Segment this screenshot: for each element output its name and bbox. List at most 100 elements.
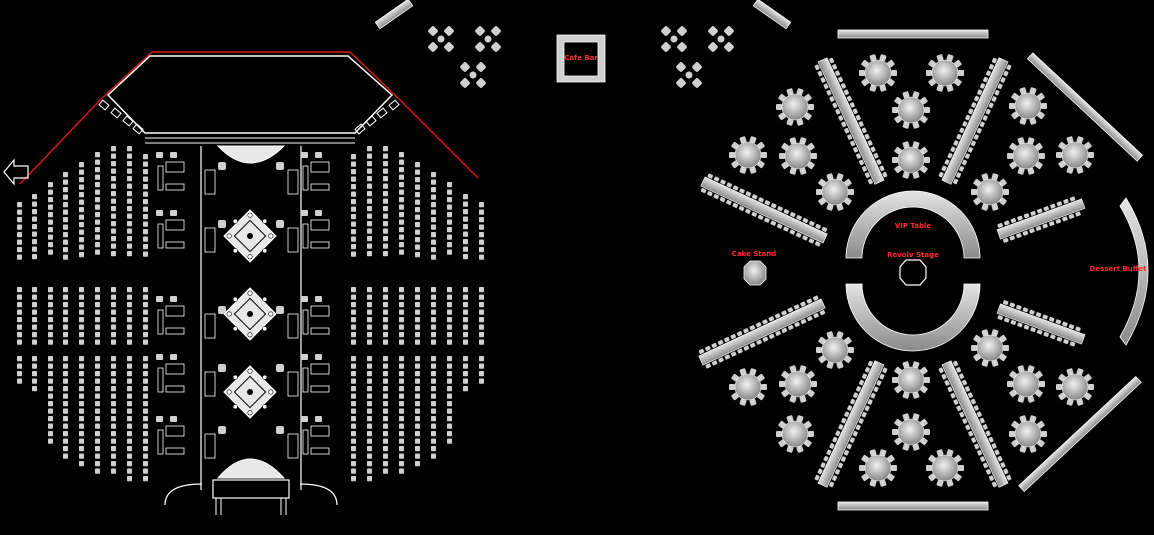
round-table (1007, 137, 1045, 175)
chair (48, 431, 53, 437)
chair (127, 287, 132, 293)
chair (143, 229, 148, 235)
chair (48, 324, 53, 330)
chair (447, 386, 452, 392)
chair (32, 201, 37, 207)
chair (79, 371, 84, 377)
chair (95, 219, 100, 225)
chair (111, 416, 116, 422)
chair (351, 294, 356, 300)
chair (143, 206, 148, 212)
chair (383, 294, 388, 300)
chair (415, 356, 420, 362)
chair (143, 339, 148, 345)
chair (383, 401, 388, 407)
sofa-side (157, 367, 164, 393)
chair (415, 222, 420, 228)
chair (79, 192, 84, 198)
chair (447, 416, 452, 422)
chair (399, 356, 404, 362)
chair (79, 423, 84, 429)
chair (127, 176, 132, 182)
chair (156, 296, 163, 302)
chair (111, 243, 116, 249)
chair (79, 317, 84, 323)
chair (431, 356, 436, 362)
chair (79, 408, 84, 414)
round-table (892, 361, 930, 399)
chair (63, 172, 68, 178)
chair (367, 401, 372, 407)
chair (32, 194, 37, 200)
chair (156, 416, 163, 422)
chair (127, 243, 132, 249)
chair (367, 287, 372, 293)
chair (383, 228, 388, 234)
chair (447, 431, 452, 437)
chair (351, 371, 356, 377)
chair (63, 202, 68, 208)
chair (63, 378, 68, 384)
long-table (700, 173, 828, 247)
lounge-table (310, 161, 330, 173)
chair (367, 161, 372, 167)
chair (63, 302, 68, 308)
chair (63, 209, 68, 215)
chair (79, 461, 84, 467)
chair (111, 146, 116, 152)
chair (479, 324, 484, 330)
chair (383, 206, 388, 212)
chair (383, 356, 388, 362)
chair (415, 199, 420, 205)
chair (447, 204, 452, 210)
chair (48, 227, 53, 233)
chair (95, 446, 100, 452)
chair (111, 317, 116, 323)
chair (127, 294, 132, 300)
chair (399, 438, 404, 444)
chair (479, 356, 484, 362)
chair (351, 446, 356, 452)
chair (383, 378, 388, 384)
chair (127, 324, 132, 330)
chair (367, 213, 372, 219)
chair (383, 393, 388, 399)
sofa-front (310, 183, 330, 191)
aisle-bench (287, 433, 299, 459)
chair (431, 302, 436, 308)
chair (367, 168, 372, 174)
chair (143, 371, 148, 377)
cocktail-cluster (661, 26, 687, 52)
chair (383, 191, 388, 197)
chair (351, 393, 356, 399)
chair (367, 324, 372, 330)
chair (95, 393, 100, 399)
wall-strip-left (374, 0, 414, 30)
buffet-bar-top (837, 29, 989, 39)
chair (218, 306, 226, 314)
chair (415, 363, 420, 369)
stage-speakers-right (354, 99, 400, 135)
chair (447, 408, 452, 414)
chair (399, 371, 404, 377)
chair (143, 251, 148, 257)
chair (111, 339, 116, 345)
chair (399, 204, 404, 210)
chair (463, 254, 468, 260)
chair (383, 332, 388, 338)
chair (17, 202, 22, 208)
aisle-bench (204, 371, 216, 397)
chair (447, 249, 452, 255)
chair (95, 401, 100, 407)
chair (143, 191, 148, 197)
round-table (926, 449, 964, 487)
chair (95, 461, 100, 467)
chair (367, 309, 372, 315)
chair (367, 294, 372, 300)
chair (48, 317, 53, 323)
chair (63, 217, 68, 223)
chair (479, 202, 484, 208)
round-table (859, 449, 897, 487)
chair (111, 251, 116, 257)
chair (32, 287, 37, 293)
